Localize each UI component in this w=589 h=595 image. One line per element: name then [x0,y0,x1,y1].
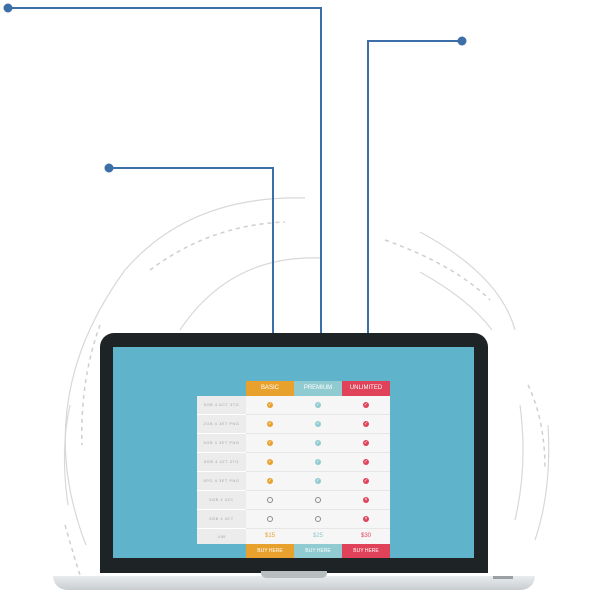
callout-dot-premium [3,3,13,13]
feature-cell-premium [294,414,342,434]
feature-cell-unlimited [342,471,390,491]
feature-label: 5GB 4 4CT [197,509,246,529]
outer-arc-left [64,197,306,546]
dashed-arc-right [384,239,491,301]
pricing-table: BASIC PREMIUM UNLIMITED 5GB 4 ACT 3TG2GB… [197,381,390,559]
dashed-arc-right-mid [527,384,546,471]
callout-dot-unlimited [457,36,467,46]
callout-line-basic [109,167,274,378]
feature-label: 2GB 4 3ET PNG [197,414,246,434]
feature-row: 5GB 4 ACT 3TG [197,395,390,415]
check-icon [315,458,321,465]
inner-arc-right [419,271,493,331]
outer-arc-far-right [534,424,550,541]
check-icon [267,477,273,484]
feature-cell-unlimited [342,414,390,434]
check-icon [315,477,321,484]
check-icon [267,401,273,408]
buy-row: BUY HERE BUY HERE BUY HERE [197,543,390,559]
dashed-arc-left-low [81,324,101,446]
laptop-base [53,576,535,590]
feature-cell-premium [294,433,342,453]
feature-cell-basic [246,414,294,434]
empty-circle-icon [267,515,273,522]
check-icon [363,477,369,484]
laptop-indicator [493,576,513,579]
check-icon [267,458,273,465]
check-icon [315,420,321,427]
feature-label: 5GB 4 4ZT 3TG [197,452,246,472]
inner-arc-left [179,257,321,331]
feature-cell-unlimited [342,490,390,510]
feature-cell-unlimited [342,395,390,415]
lower-arc-left [63,404,71,506]
outer-arc-right [419,231,516,331]
price-unlimited: $30 [342,528,390,544]
feature-row: 5GB 4 4CT [197,509,390,529]
check-icon [363,401,369,408]
check-icon [267,439,273,446]
empty-circle-icon [315,515,321,522]
buy-button-unlimited[interactable]: BUY HERE [342,543,390,559]
check-icon [267,420,273,427]
feature-row: 5GB 4 4ZT 3TG [197,452,390,472]
check-icon [315,439,321,446]
feature-cell-premium [294,395,342,415]
feature-cell-premium [294,471,342,491]
feature-cell-premium [294,452,342,472]
feature-row: 5GB 4 3ET PNG [197,433,390,453]
feature-cell-premium [294,509,342,529]
buy-button-basic[interactable]: BUY HERE [246,543,294,559]
plan-header-basic: BASIC [246,381,294,396]
feature-label: 5PG 4 3ET PNG [197,471,246,491]
price-premium: $25 [294,528,342,544]
feature-label: 5GB 4 ACT 3TG [197,395,246,415]
plan-header-unlimited: UNLIMITED [342,381,390,396]
feature-row: 2GB 4 3ET PNG [197,414,390,434]
plan-header-premium: PREMIUM [294,381,342,396]
empty-circle-icon [267,496,273,503]
callout-line-premium [8,7,322,378]
buy-row-spacer [197,544,246,559]
price-basic: $15 [246,528,294,544]
feature-cell-basic [246,395,294,415]
dashed-arc-top [149,221,286,271]
feature-row: 5PG 4 3ET PNG [197,471,390,491]
check-icon [363,458,369,465]
price-row-label: 4.95 [197,528,246,544]
cross-icon [363,515,369,522]
feature-cell-basic [246,471,294,491]
callout-dot-basic [104,163,114,173]
empty-circle-icon [315,496,321,503]
check-icon [315,401,321,408]
header-corner [197,381,246,396]
feature-label: 5GB 4 3ET PNG [197,433,246,453]
feature-cell-basic [246,509,294,529]
feature-cell-basic [246,490,294,510]
feature-cell-unlimited [342,452,390,472]
cross-icon [363,496,369,503]
feature-cell-basic [246,433,294,453]
feature-cell-unlimited [342,509,390,529]
check-icon [363,420,369,427]
callout-line-unlimited [367,40,462,378]
feature-row: 5GB 4 4ZC [197,490,390,510]
check-icon [363,439,369,446]
feature-rows: 5GB 4 ACT 3TG2GB 4 3ET PNG5GB 4 3ET PNG5… [197,395,390,529]
feature-cell-unlimited [342,433,390,453]
buy-button-premium[interactable]: BUY HERE [294,543,342,559]
laptop-notch [261,571,327,578]
price-row: 4.95 $15 $25 $30 [197,528,390,544]
feature-cell-premium [294,490,342,510]
dashed-arc-left-bottom [64,524,81,576]
feature-cell-basic [246,452,294,472]
lower-arc-right [514,404,524,521]
pricing-header-row: BASIC PREMIUM UNLIMITED [197,381,390,396]
feature-label: 5GB 4 4ZC [197,490,246,510]
